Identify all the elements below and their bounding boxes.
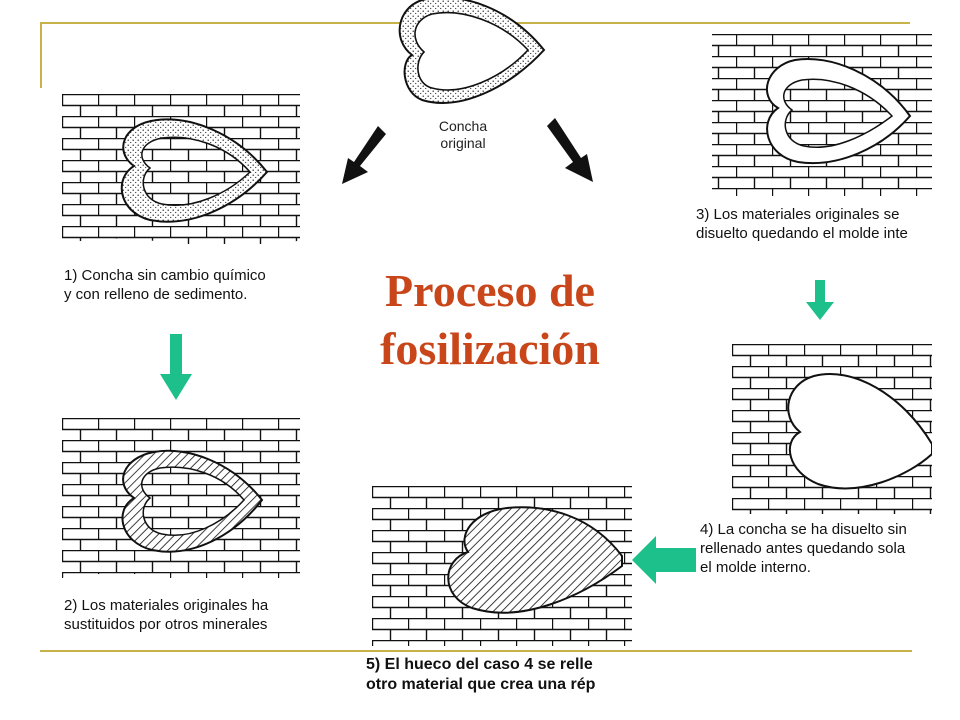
- step5-caption-line2: otro material que crea una rép: [366, 676, 596, 693]
- title-line1: Proceso de: [385, 265, 595, 316]
- step5-panel: [372, 486, 632, 646]
- step3-panel: [712, 34, 932, 196]
- step1-caption: 1) Concha sin cambio químico y con relle…: [64, 266, 304, 304]
- title-line2: fosilización: [380, 323, 600, 374]
- frame-left-line: [40, 22, 42, 88]
- original-shell-caption: Concha original: [418, 118, 508, 152]
- frame-bottom-line: [40, 650, 912, 652]
- original-caption-line1: Concha: [438, 118, 488, 134]
- original-shell-inner: [414, 11, 530, 91]
- step3-caption: 3) Los materiales originales se disuelto…: [696, 205, 932, 243]
- step3-caption-line1: 3) Los materiales originales se: [696, 206, 900, 223]
- green-arrow-left: [632, 536, 696, 584]
- step4-internal-mold: [787, 373, 932, 490]
- step4-caption-line1: 4) La concha se ha disuelto sin: [700, 521, 907, 538]
- green-arrow-down-left: [160, 334, 192, 400]
- diagram-title: Proceso de fosilización: [340, 262, 640, 378]
- step2-caption-line2: sustituidos por otros minerales: [64, 616, 268, 633]
- step4-caption-line2: rellenado antes quedando sola: [700, 540, 906, 557]
- step1-panel: [62, 94, 300, 264]
- black-arrow-left: [342, 126, 386, 184]
- step5-replica: [447, 506, 623, 614]
- step1-caption-line2: y con relleno de sedimento.: [64, 286, 248, 303]
- original-shell-figure: [398, 0, 546, 104]
- green-arrow-down-right: [806, 280, 834, 320]
- step2-caption: 2) Los materiales originales ha sustitui…: [64, 596, 304, 634]
- step2-caption-line1: 2) Los materiales originales ha: [64, 597, 269, 614]
- original-caption-line2: original: [440, 135, 486, 151]
- step3-caption-line2: disuelto quedando el molde inte: [696, 225, 908, 242]
- step1-caption-line1: 1) Concha sin cambio químico: [64, 267, 266, 284]
- step4-panel: [732, 344, 932, 514]
- step4-caption-line3: el molde interno.: [700, 559, 811, 576]
- step4-caption: 4) La concha se ha disuelto sin rellenad…: [700, 520, 932, 577]
- black-arrow-right: [547, 118, 593, 182]
- step2-panel: [62, 418, 300, 593]
- step5-caption-line1: 5) El hueco del caso 4 se relle: [366, 656, 593, 673]
- step5-caption: 5) El hueco del caso 4 se relle otro mat…: [366, 655, 636, 695]
